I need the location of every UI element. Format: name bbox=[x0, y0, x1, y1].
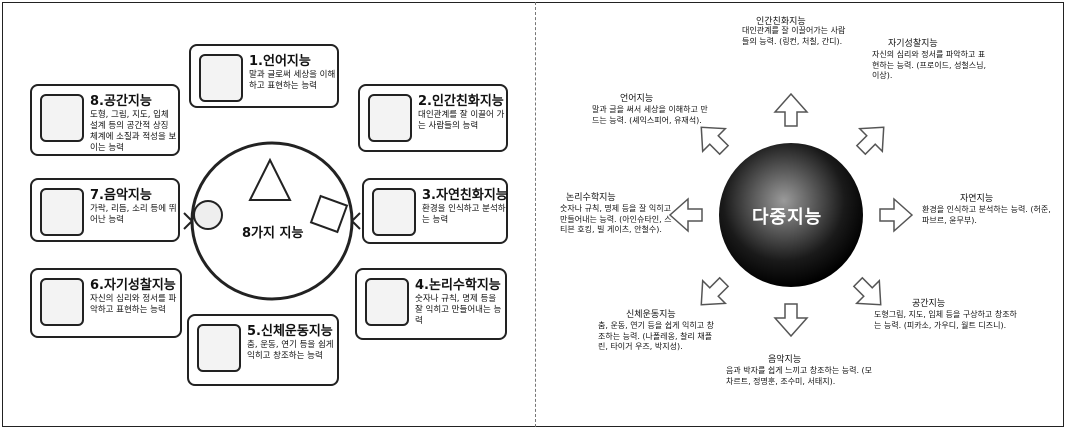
right-diagram-svg bbox=[668, 92, 914, 338]
ring-arrow-left bbox=[183, 212, 193, 230]
node-desc: 자신의 심리와 정서를 파악하고 표현하는 능력. (프로이드, 성철스님, 이… bbox=[872, 50, 987, 80]
left-ring-svg bbox=[183, 141, 361, 301]
interpersonal-icon bbox=[368, 94, 412, 142]
intrapersonal-icon bbox=[40, 278, 84, 326]
node-title: 공간지능 bbox=[912, 299, 946, 309]
triangle-character bbox=[248, 157, 292, 201]
card-desc: 도형, 그림, 지도, 입체 설계 등의 공간적 상징 체계에 소질과 적성을 … bbox=[90, 110, 177, 153]
node-title: 언어지능 bbox=[620, 94, 654, 104]
node-title: 논리수학지능 bbox=[566, 193, 616, 203]
node-desc: 대인관계를 잘 이끌어가는 사람들의 능력. (링컨, 처칠, 간디). bbox=[742, 26, 846, 46]
card-desc: 대인관계를 잘 이끌어 가는 사람들의 능력 bbox=[418, 110, 505, 131]
arrow-left bbox=[668, 197, 703, 233]
arrow-down-right bbox=[852, 276, 882, 306]
card-language: 1.언어지능 말과 글로써 세상을 이해하고 표현하는 능력 bbox=[189, 44, 339, 108]
node-desc: 춤, 운동, 연기 등을 쉽게 익히고 창조하는 능력. (나폴레옹, 찰리 채… bbox=[598, 321, 715, 351]
card-desc: 숫자나 규칙, 명제 등을 잘 익히고 만들어내는 능력 bbox=[415, 294, 502, 326]
card-desc: 환경을 인식하고 분석하는 능력 bbox=[422, 204, 506, 225]
card-bodily: 5.신체운동지능 춤, 운동, 연기 등을 쉽게 익히고 창조하는 능력 bbox=[187, 314, 339, 386]
card-title: 8.공간지능 bbox=[90, 94, 152, 109]
node-desc: 환경을 인식하고 분석하는 능력. (허준, 파브르, 윤무부). bbox=[922, 205, 1051, 225]
card-title: 7.음악지능 bbox=[90, 188, 152, 203]
node-desc: 음과 박자를 쉽게 느끼고 창조하는 능력. (모차르트, 정명훈, 조수미, … bbox=[726, 366, 873, 386]
naturalist-icon bbox=[372, 188, 416, 236]
right-center-label: 다중지능 bbox=[752, 207, 823, 228]
card-naturalist: 3.자연친화지능 환경을 인식하고 분석하는 능력 bbox=[362, 178, 508, 244]
card-interpersonal: 2.인간친화지능 대인관계를 잘 이끌어 가는 사람들의 능력 bbox=[358, 84, 508, 152]
arrow-down-left bbox=[700, 276, 730, 306]
bodily-icon bbox=[197, 324, 241, 372]
card-desc: 춤, 운동, 연기 등을 쉽게 익히고 창조하는 능력 bbox=[247, 340, 334, 361]
arrow-up-right bbox=[855, 126, 885, 156]
panel-divider bbox=[535, 2, 536, 427]
node-title: 자기성찰지능 bbox=[888, 39, 938, 49]
node-desc: 숫자나 규칙, 명제 등을 잘 익히고 만들어내는 능력. (아인슈타인, 스티… bbox=[560, 204, 672, 234]
card-title: 2.인간친화지능 bbox=[418, 94, 504, 109]
node-title: 인간친화지능 bbox=[756, 17, 806, 27]
language-icon bbox=[199, 54, 243, 102]
ring-arrow-right bbox=[351, 212, 361, 230]
card-desc: 말과 글로써 세상을 이해하고 표현하는 능력 bbox=[249, 70, 336, 91]
card-spatial: 8.공간지능 도형, 그림, 지도, 입체 설계 등의 공간적 상징 체계에 소… bbox=[30, 84, 180, 156]
ball-character bbox=[193, 200, 223, 230]
logical-icon bbox=[365, 278, 409, 326]
card-title: 4.논리수학지능 bbox=[415, 278, 501, 293]
musical-icon bbox=[40, 188, 84, 236]
card-desc: 자신의 심리와 정서를 파악하고 표현하는 능력 bbox=[90, 294, 177, 315]
node-title: 음악지능 bbox=[768, 355, 802, 365]
card-logical: 4.논리수학지능 숫자나 규칙, 명제 등을 잘 익히고 만들어내는 능력 bbox=[355, 268, 507, 340]
card-title: 3.자연친화지능 bbox=[422, 188, 508, 203]
left-center-label: 8가지 지능 bbox=[242, 226, 304, 241]
card-desc: 가락, 리듬, 소리 등에 뛰어난 능력 bbox=[90, 204, 177, 225]
arrow-up-left bbox=[700, 126, 730, 156]
card-title: 1.언어지능 bbox=[249, 54, 311, 69]
card-title: 5.신체운동지능 bbox=[247, 324, 333, 339]
arrow-up bbox=[773, 92, 809, 127]
card-title: 6.자기성찰지능 bbox=[90, 278, 176, 293]
card-musical: 7.음악지능 가락, 리듬, 소리 등에 뛰어난 능력 bbox=[30, 178, 180, 242]
node-title: 신체운동지능 bbox=[626, 310, 676, 320]
block-character bbox=[309, 194, 349, 234]
node-desc: 도형그림, 지도, 입체 등을 구상하고 창조하는 능력. (피카소, 가우디,… bbox=[874, 310, 1017, 330]
spatial-icon bbox=[40, 94, 84, 142]
arrow-down bbox=[773, 303, 809, 338]
node-title: 자연지능 bbox=[960, 194, 994, 204]
arrow-right bbox=[879, 197, 914, 233]
card-intrapersonal: 6.자기성찰지능 자신의 심리와 정서를 파악하고 표현하는 능력 bbox=[30, 268, 182, 338]
node-desc: 말과 글을 써서 세상을 이해하고 만드는 능력. (셰익스피어, 유재석). bbox=[592, 105, 708, 125]
center-orb bbox=[719, 143, 863, 287]
